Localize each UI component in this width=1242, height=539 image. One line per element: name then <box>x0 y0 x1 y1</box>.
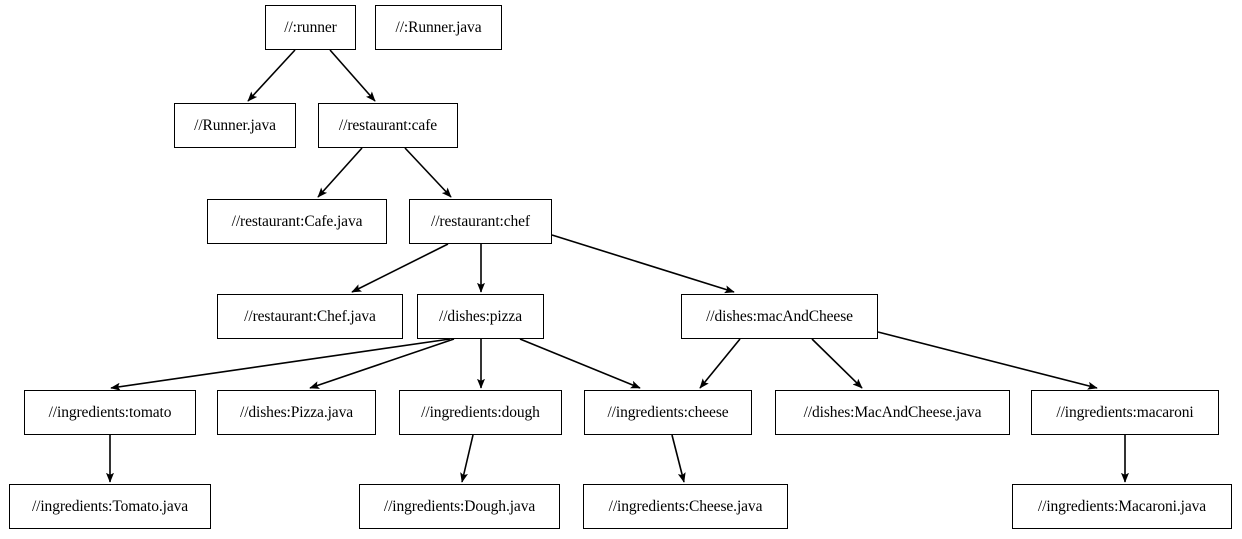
graph-node-dough_java[interactable]: //ingredients:Dough.java <box>359 484 560 529</box>
graph-node-runner[interactable]: //:runner <box>265 5 356 50</box>
graph-node-label: //:Runner.java <box>395 18 482 36</box>
graph-node-cafe_java[interactable]: //restaurant:Cafe.java <box>207 199 387 244</box>
graph-node-mac_java[interactable]: //dishes:MacAndCheese.java <box>775 390 1010 435</box>
graph-node-restaurant_chef[interactable]: //restaurant:chef <box>409 199 552 244</box>
graph-edge-runner-to-restaurant_cafe <box>329 49 376 102</box>
graph-node-label: //dishes:MacAndCheese.java <box>803 403 982 421</box>
graph-node-ing_macaroni[interactable]: //ingredients:macaroni <box>1031 390 1219 435</box>
graph-node-macaroni_java[interactable]: //ingredients:Macaroni.java <box>1012 484 1232 529</box>
graph-node-ing_dough[interactable]: //ingredients:dough <box>399 390 562 435</box>
graph-edge-dishes_mac-to-ing_macaroni <box>877 331 1098 390</box>
graph-node-runner_java_root[interactable]: //:Runner.java <box>375 5 502 50</box>
graph-node-label: //dishes:Pizza.java <box>239 403 354 421</box>
graph-node-tomato_java[interactable]: //ingredients:Tomato.java <box>9 484 211 529</box>
graph-node-label: //dishes:pizza <box>439 307 522 325</box>
graph-edge-restaurant_chef-to-dishes_mac <box>551 234 735 294</box>
graph-edge-dishes_pizza-to-ing_tomato <box>110 338 451 391</box>
graph-node-dishes_mac[interactable]: //dishes:macAndCheese <box>681 294 878 339</box>
graph-node-label: //ingredients:dough <box>421 403 540 421</box>
graph-node-ing_cheese[interactable]: //ingredients:cheese <box>584 390 752 435</box>
graph-edge-dishes_pizza-to-pizza_java <box>309 338 455 389</box>
graph-edge-restaurant_chef-to-chef_java <box>351 243 449 293</box>
graph-node-cheese_java[interactable]: //ingredients:Cheese.java <box>583 484 788 529</box>
graph-node-label: //dishes:macAndCheese <box>706 307 853 325</box>
graph-node-label: //:runner <box>284 18 337 36</box>
graph-node-chef_java[interactable]: //restaurant:Chef.java <box>217 294 403 339</box>
graph-node-label: //Runner.java <box>194 116 276 134</box>
graph-edge-restaurant_cafe-to-restaurant_chef <box>404 147 452 198</box>
graph-edge-runner-to-runner_java <box>247 49 296 102</box>
graph-node-label: //ingredients:Cheese.java <box>608 497 763 515</box>
graph-node-label: //ingredients:cheese <box>607 403 729 421</box>
graph-node-label: //ingredients:macaroni <box>1056 403 1194 421</box>
graph-node-label: //ingredients:Macaroni.java <box>1037 497 1207 515</box>
graph-node-label: //restaurant:Chef.java <box>244 307 376 325</box>
graph-node-runner_java[interactable]: //Runner.java <box>174 103 296 148</box>
graph-node-restaurant_cafe[interactable]: //restaurant:cafe <box>318 103 458 148</box>
graph-node-dishes_pizza[interactable]: //dishes:pizza <box>417 294 544 339</box>
graph-node-ing_tomato[interactable]: //ingredients:tomato <box>24 390 196 435</box>
graph-node-label: //ingredients:Tomato.java <box>31 497 189 515</box>
graph-edge-ing_cheese-to-cheese_java <box>671 434 686 483</box>
graph-edge-dishes_mac-to-mac_java <box>811 338 863 389</box>
graph-edge-ing_dough-to-dough_java <box>460 434 474 483</box>
graph-edge-dishes_mac-to-ing_cheese <box>699 338 741 389</box>
graph-node-label: //restaurant:chef <box>431 212 530 230</box>
graph-node-label: //restaurant:Cafe.java <box>231 212 363 230</box>
graph-edge-restaurant_cafe-to-cafe_java <box>317 147 363 198</box>
graph-node-label: //ingredients:tomato <box>48 403 172 421</box>
graph-node-pizza_java[interactable]: //dishes:Pizza.java <box>217 390 376 435</box>
graph-node-label: //restaurant:cafe <box>338 116 438 134</box>
graph-edge-dishes_pizza-to-ing_cheese <box>519 338 641 389</box>
graph-node-label: //ingredients:Dough.java <box>383 497 536 515</box>
